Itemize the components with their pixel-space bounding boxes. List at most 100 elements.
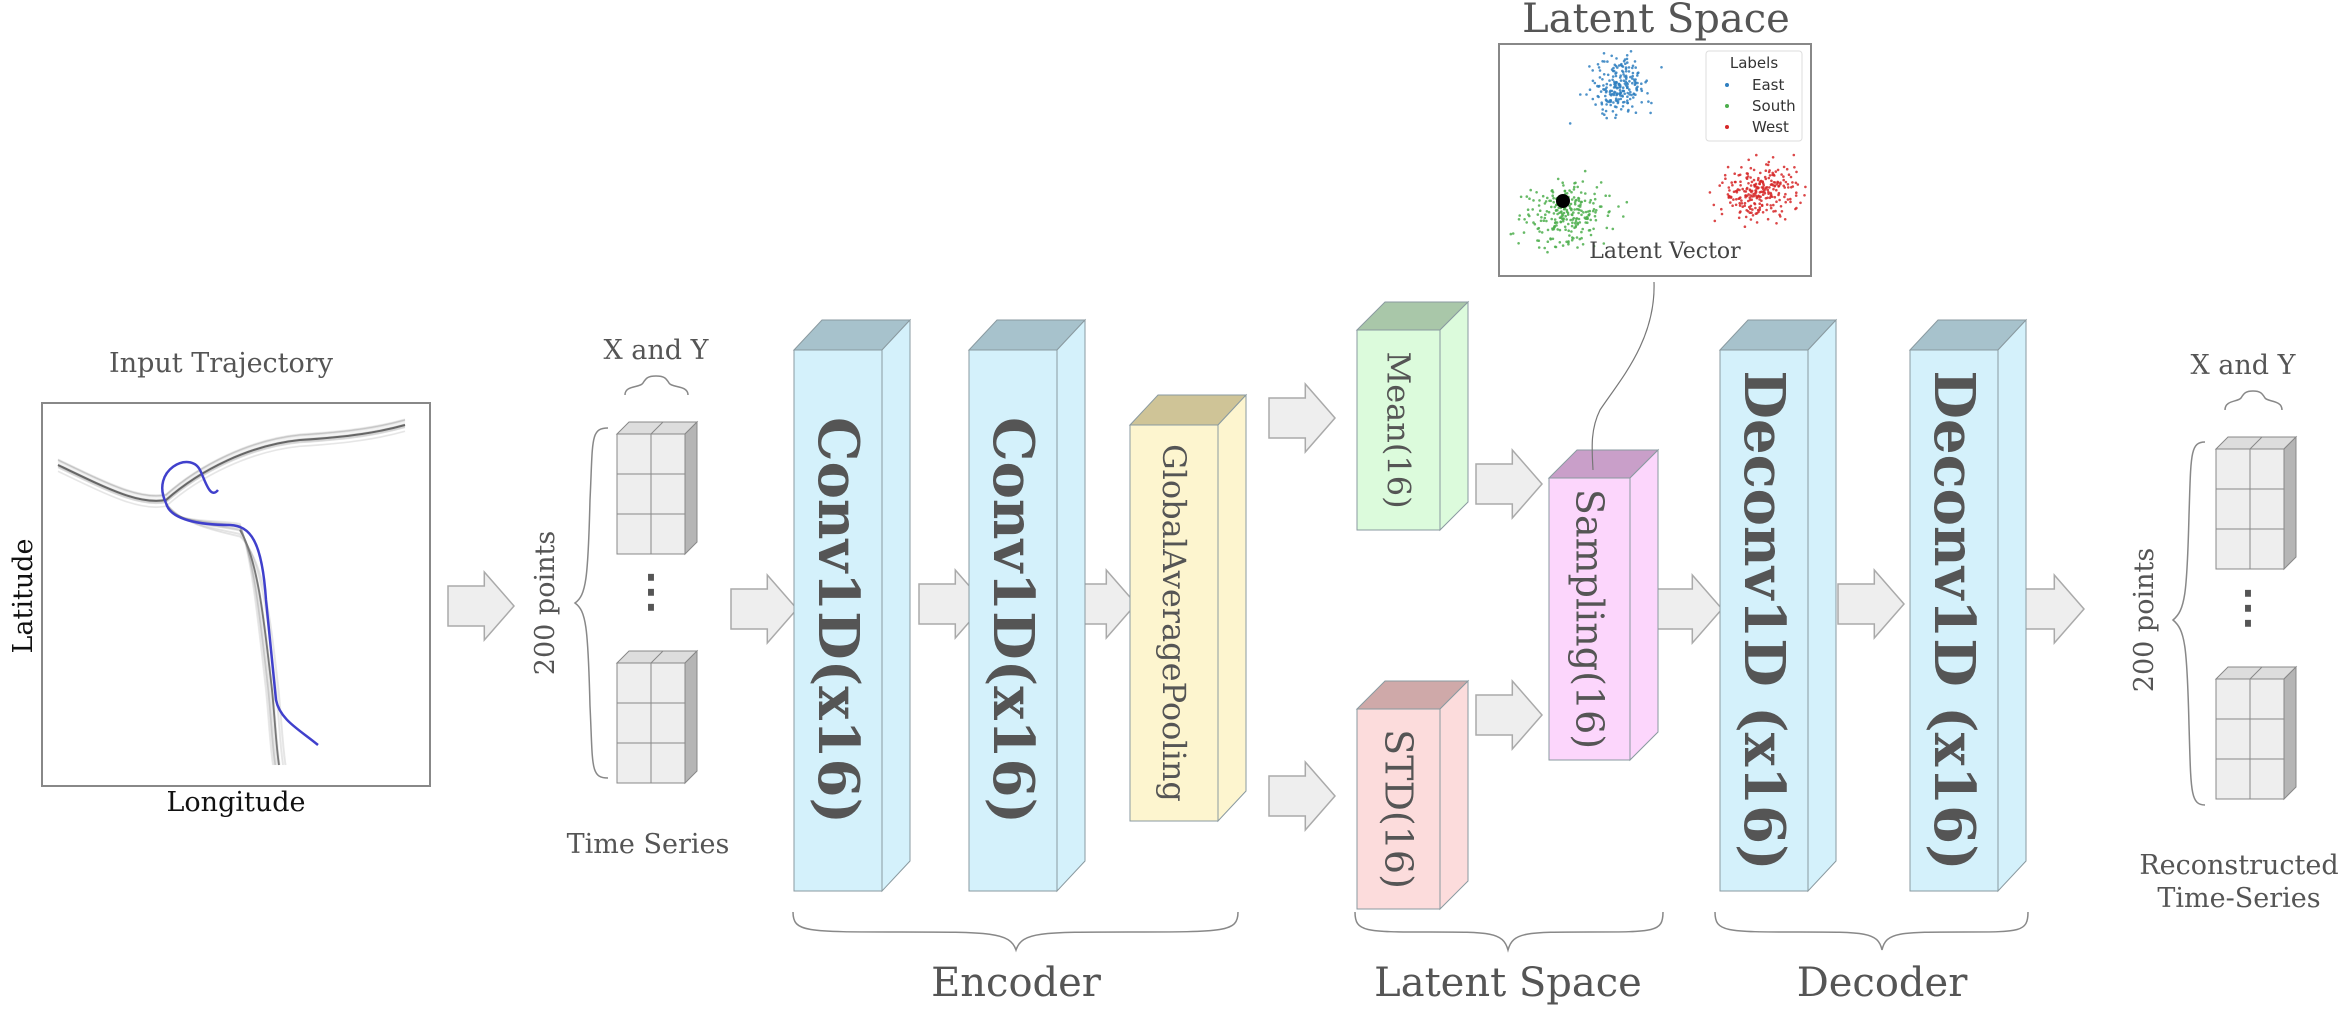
cluster-point: [1649, 111, 1652, 115]
cluster-point: [1767, 160, 1771, 164]
cluster-point: [1614, 97, 1618, 100]
trajectory-trace: [57, 418, 406, 497]
cluster-point: [1594, 211, 1597, 214]
cluster-point: [1804, 185, 1807, 189]
cluster-point: [1743, 225, 1747, 228]
cluster-point: [1775, 188, 1778, 192]
cluster-point: [1803, 194, 1806, 197]
cluster-point: [1619, 97, 1623, 101]
cluster-point: [1640, 89, 1644, 93]
cluster-point: [1766, 217, 1770, 221]
cluster-point: [1615, 93, 1618, 97]
cluster-point: [1593, 214, 1597, 218]
cluster-point: [1626, 61, 1629, 64]
cluster-point: [1772, 210, 1775, 213]
ts-in-top-brace: [624, 375, 689, 396]
cluster-point: [1601, 112, 1604, 115]
cluster-point: [1602, 73, 1606, 76]
cluster-point: [1758, 206, 1762, 209]
cluster-point: [1771, 156, 1775, 159]
cluster-point: [1758, 191, 1762, 194]
cluster-point: [1601, 78, 1604, 81]
latent-scatter: [1509, 50, 1807, 254]
cluster-point: [1615, 105, 1618, 109]
flow-arrow-1: [447, 570, 515, 642]
cluster-point: [1608, 90, 1612, 94]
cluster-point: [1618, 82, 1621, 86]
cluster-point: [1573, 221, 1577, 225]
cluster-point: [1517, 218, 1521, 221]
cluster-point: [1624, 62, 1627, 66]
cluster-point: [1605, 89, 1608, 93]
cluster-point: [1628, 80, 1631, 83]
deconv1d-block-1-label: Deconv1D (x16): [1731, 370, 1797, 870]
cluster-point: [1746, 175, 1750, 178]
cluster-point: [1580, 230, 1583, 234]
cluster-point: [1614, 72, 1617, 75]
cluster-point: [1637, 71, 1640, 74]
cluster-point: [1624, 70, 1628, 73]
cluster-point: [1525, 221, 1528, 224]
cluster-point: [1640, 82, 1643, 85]
cluster-point: [1784, 192, 1787, 196]
cluster-point: [1775, 200, 1778, 203]
cluster-point: [1732, 190, 1736, 194]
cluster-point: [1593, 197, 1597, 201]
ts-out-stack-top-edge: [2249, 436, 2263, 450]
cluster-point: [1589, 218, 1592, 222]
cluster-point: [1646, 92, 1649, 95]
cluster-point: [1617, 98, 1621, 101]
global-average-pooling-block-label: GlobalAveragePooling: [1155, 444, 1193, 802]
cluster-point: [1591, 97, 1595, 101]
legend-title: Labels: [1730, 54, 1778, 72]
cluster-point: [1789, 197, 1792, 201]
conv1d-block-2-label: Conv1D(x16): [980, 417, 1046, 824]
ts-out-stack-top-side: [2283, 435, 2297, 571]
cluster-point: [1596, 94, 1600, 98]
decoder-brace: [1714, 911, 2029, 951]
cluster-point: [1592, 202, 1595, 205]
decoder-label: Decoder: [1797, 960, 1969, 1006]
flow-arrow-11: [2017, 573, 2085, 645]
cluster-point: [1752, 178, 1756, 182]
cluster-point: [1546, 240, 1550, 243]
cluster-point: [1566, 211, 1570, 215]
trajectory-trace: [57, 425, 406, 503]
cluster-point: [1604, 109, 1608, 113]
cluster-point: [1765, 203, 1769, 206]
cluster-point: [1571, 213, 1574, 217]
cluster-point: [1795, 206, 1798, 210]
cluster-point: [1555, 224, 1558, 227]
cluster-point: [1586, 221, 1589, 224]
cluster-point: [1776, 168, 1780, 172]
cluster-point: [1794, 194, 1798, 197]
cluster-point: [1750, 189, 1754, 193]
cluster-point: [1623, 100, 1626, 104]
cluster-point: [1561, 181, 1564, 184]
trajectory-trace: [57, 419, 406, 498]
cluster-point: [1604, 87, 1607, 91]
cluster-point: [1573, 208, 1576, 211]
cluster-point: [1572, 188, 1576, 191]
cluster-point: [1738, 201, 1741, 205]
cluster-point: [1738, 173, 1742, 177]
ts-in-stack-bottom-edge: [650, 650, 664, 664]
cluster-point: [1631, 66, 1634, 70]
ts-in-stack-top-edge: [650, 421, 664, 435]
ts-out-caption-line1: Reconstructed: [2139, 850, 2338, 881]
ts-in-stack-bottom: [615, 649, 699, 785]
cluster-point: [1769, 183, 1773, 186]
cluster-point: [1791, 181, 1794, 184]
trajectory-trace: [165, 502, 284, 766]
cluster-point: [1713, 219, 1717, 223]
cluster-point: [1570, 224, 1574, 228]
cluster-point: [1747, 158, 1750, 162]
conv1d-block-1-face: [793, 349, 883, 892]
cluster-point: [1761, 190, 1765, 194]
cluster-point: [1553, 225, 1556, 229]
cluster-point: [1546, 196, 1549, 200]
cluster-point: [1731, 204, 1734, 207]
cluster-point: [1589, 233, 1593, 237]
cluster-point: [1773, 195, 1777, 199]
cluster-point: [1527, 213, 1530, 216]
